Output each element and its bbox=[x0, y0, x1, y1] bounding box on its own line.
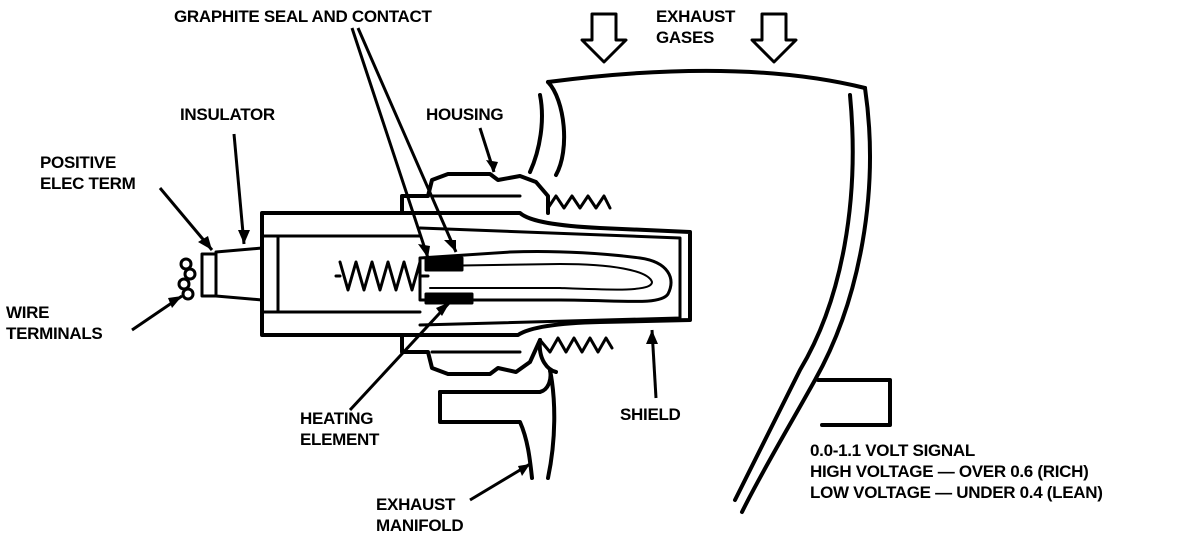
graphite-seal-label: GRAPHITE SEAL AND CONTACT bbox=[174, 7, 432, 26]
voltage-signal-note: 0.0-1.1 VOLT SIGNAL HIGH VOLTAGE — OVER … bbox=[810, 441, 1103, 502]
insulator-label: INSULATOR bbox=[180, 105, 275, 124]
graphite-seal-leader-a bbox=[350, 27, 430, 259]
housing-label: HOUSING bbox=[426, 105, 504, 124]
wire-terminals bbox=[177, 257, 197, 301]
heating-element-label: HEATING ELEMENT bbox=[300, 409, 380, 449]
sensor-body bbox=[200, 211, 692, 337]
sensor-threads bbox=[538, 194, 614, 354]
exhaust-pipe bbox=[528, 68, 892, 514]
contact-spring bbox=[334, 260, 430, 292]
graphite-seal-leader-b bbox=[356, 27, 458, 253]
shield-label: SHIELD bbox=[620, 405, 681, 424]
wire-terminals-label: WIRE TERMINALS bbox=[6, 303, 103, 343]
exhaust-arrow-left bbox=[580, 12, 628, 64]
exhaust-gases-label: EXHAUST GASES bbox=[656, 7, 736, 47]
exhaust-manifold-label: EXHAUST MANIFOLD bbox=[376, 495, 464, 535]
insulator-leader bbox=[232, 133, 246, 245]
heating-element-leader bbox=[348, 300, 452, 412]
exhaust-arrow-right bbox=[750, 12, 798, 64]
exhaust-manifold-flange bbox=[438, 338, 558, 480]
exhaust-flow-arrows bbox=[580, 12, 798, 64]
housing-hex bbox=[400, 172, 550, 376]
leader-arrowheads bbox=[168, 160, 658, 476]
positive-term-label: POSITIVE ELEC TERM bbox=[40, 153, 136, 193]
